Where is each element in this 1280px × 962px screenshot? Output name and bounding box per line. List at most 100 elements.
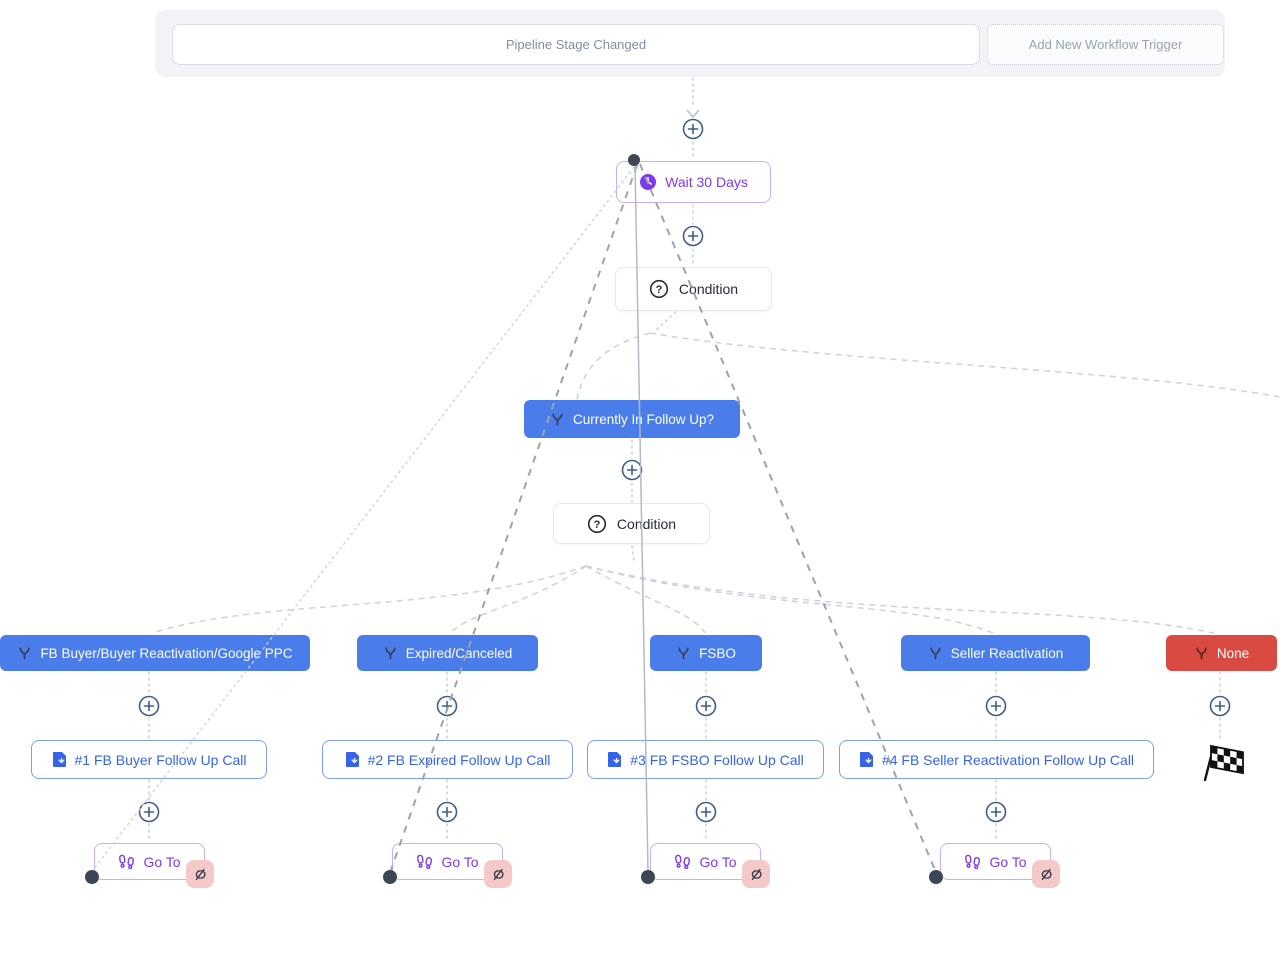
- branch-node-fb-buyer[interactable]: FB Buyer/Buyer Reactivation/Google PPC: [0, 635, 310, 671]
- plus-circle-icon: [138, 695, 160, 717]
- branch-curve: [649, 332, 1280, 398]
- action-label: #1 FB Buyer Follow Up Call: [74, 751, 247, 768]
- branch-label: Seller Reactivation: [950, 645, 1064, 661]
- goto-label: Go To: [143, 853, 181, 870]
- branch-curve: [585, 565, 1218, 635]
- unlink-icon: [751, 868, 762, 881]
- question-circle-icon: ?: [587, 514, 607, 533]
- unlink-badge[interactable]: [186, 860, 214, 888]
- add-step-button[interactable]: [682, 225, 704, 247]
- add-step-button[interactable]: [1209, 695, 1231, 717]
- unlink-badge[interactable]: [484, 860, 512, 888]
- branch-node-currently-in-follow-up[interactable]: Currently In Follow Up?: [524, 400, 740, 438]
- condition-node-label: Condition: [678, 281, 739, 297]
- branch-curve: [576, 332, 651, 400]
- unlink-icon: [1041, 868, 1052, 881]
- add-step-button[interactable]: [985, 695, 1007, 717]
- add-step-button[interactable]: [621, 459, 643, 481]
- goto-label: Go To: [699, 853, 737, 870]
- branch-node-fsbo[interactable]: FSBO: [650, 635, 762, 671]
- connection-dot[interactable]: [641, 870, 655, 884]
- split-branch-icon: [930, 647, 941, 659]
- arrow-down-icon: [686, 109, 700, 119]
- add-step-button[interactable]: [436, 695, 458, 717]
- plus-circle-icon: [985, 801, 1007, 823]
- plus-circle-icon: [682, 118, 704, 140]
- unlink-icon: [195, 868, 206, 881]
- plus-circle-icon: [1209, 695, 1231, 717]
- split-branch-icon: [1196, 647, 1207, 659]
- connector: [631, 545, 635, 563]
- condition-node-1[interactable]: ? Condition: [615, 267, 772, 311]
- plus-circle-icon: [621, 459, 643, 481]
- add-step-button[interactable]: [436, 801, 458, 823]
- branch-label: None: [1216, 645, 1250, 661]
- split-branch-icon: [385, 647, 396, 659]
- add-step-button[interactable]: [695, 801, 717, 823]
- branch-curve: [585, 565, 706, 634]
- connector: [655, 311, 677, 331]
- checkered-flag-icon: [1203, 744, 1244, 782]
- trigger-bar: Pipeline Stage Changed Add New Workflow …: [155, 10, 1225, 77]
- wait-node[interactable]: Wait 30 Days: [616, 161, 771, 203]
- branch-label: FB Buyer/Buyer Reactivation/Google PPC: [40, 645, 293, 661]
- goto-label: Go To: [989, 853, 1027, 870]
- split-branch-icon: [678, 647, 689, 659]
- add-trigger-label: Add New Workflow Trigger: [1028, 37, 1183, 52]
- action-node-4[interactable]: #4 FB Seller Reactivation Follow Up Call: [839, 740, 1154, 779]
- split-branch-icon: [552, 413, 563, 425]
- add-trigger-button[interactable]: Add New Workflow Trigger: [987, 24, 1224, 65]
- task-note-icon: [52, 752, 66, 767]
- connection-dot[interactable]: [628, 154, 640, 166]
- connection-dot[interactable]: [383, 870, 397, 884]
- add-step-button[interactable]: [985, 801, 1007, 823]
- add-step-button[interactable]: [695, 695, 717, 717]
- action-label: #3 FB FSBO Follow Up Call: [630, 751, 804, 768]
- clock-icon: [640, 174, 657, 190]
- add-step-button[interactable]: [682, 118, 704, 140]
- condition-node-label: Condition: [616, 515, 677, 532]
- footprints-icon: [965, 854, 981, 869]
- connection-dot[interactable]: [85, 870, 99, 884]
- task-note-icon: [345, 752, 359, 767]
- branch-label: Expired/Canceled: [405, 645, 513, 661]
- plus-circle-icon: [436, 695, 458, 717]
- plus-circle-icon: [695, 695, 717, 717]
- action-label: #2 FB Expired Follow Up Call: [367, 751, 551, 768]
- trigger-node[interactable]: Pipeline Stage Changed: [172, 24, 980, 65]
- action-node-2[interactable]: #2 FB Expired Follow Up Call: [322, 740, 573, 779]
- plus-circle-icon: [138, 801, 160, 823]
- unlink-badge[interactable]: [742, 860, 770, 888]
- plus-circle-icon: [695, 801, 717, 823]
- connection-dot[interactable]: [929, 870, 943, 884]
- branch-label: FSBO: [699, 645, 736, 661]
- add-step-button[interactable]: [138, 801, 160, 823]
- condition-node-2[interactable]: ? Condition: [553, 503, 710, 544]
- branch-node-label: Currently In Follow Up?: [572, 411, 715, 427]
- branch-curve: [151, 565, 587, 634]
- unlink-badge[interactable]: [1032, 860, 1060, 888]
- wait-node-label: Wait 30 Days: [665, 174, 748, 190]
- action-label: #4 FB Seller Reactivation Follow Up Call: [881, 751, 1135, 768]
- footprints-icon: [417, 854, 433, 869]
- trigger-label: Pipeline Stage Changed: [505, 37, 647, 52]
- footprints-icon: [119, 854, 135, 869]
- branch-node-seller-reactivation[interactable]: Seller Reactivation: [901, 635, 1090, 671]
- branch-node-none[interactable]: None: [1166, 635, 1277, 671]
- task-note-icon: [608, 752, 622, 767]
- plus-circle-icon: [682, 225, 704, 247]
- branch-curve: [585, 565, 994, 634]
- unlink-icon: [493, 868, 504, 881]
- svg-text:?: ?: [656, 284, 663, 296]
- branch-node-expired-canceled[interactable]: Expired/Canceled: [357, 635, 538, 671]
- split-branch-icon: [19, 647, 30, 659]
- add-step-button[interactable]: [138, 695, 160, 717]
- action-node-1[interactable]: #1 FB Buyer Follow Up Call: [31, 740, 267, 779]
- svg-text:?: ?: [594, 519, 601, 531]
- task-note-icon: [859, 752, 873, 767]
- branch-curve: [449, 565, 587, 634]
- action-node-3[interactable]: #3 FB FSBO Follow Up Call: [587, 740, 824, 779]
- goto-label: Go To: [441, 853, 479, 870]
- footprints-icon: [675, 854, 691, 869]
